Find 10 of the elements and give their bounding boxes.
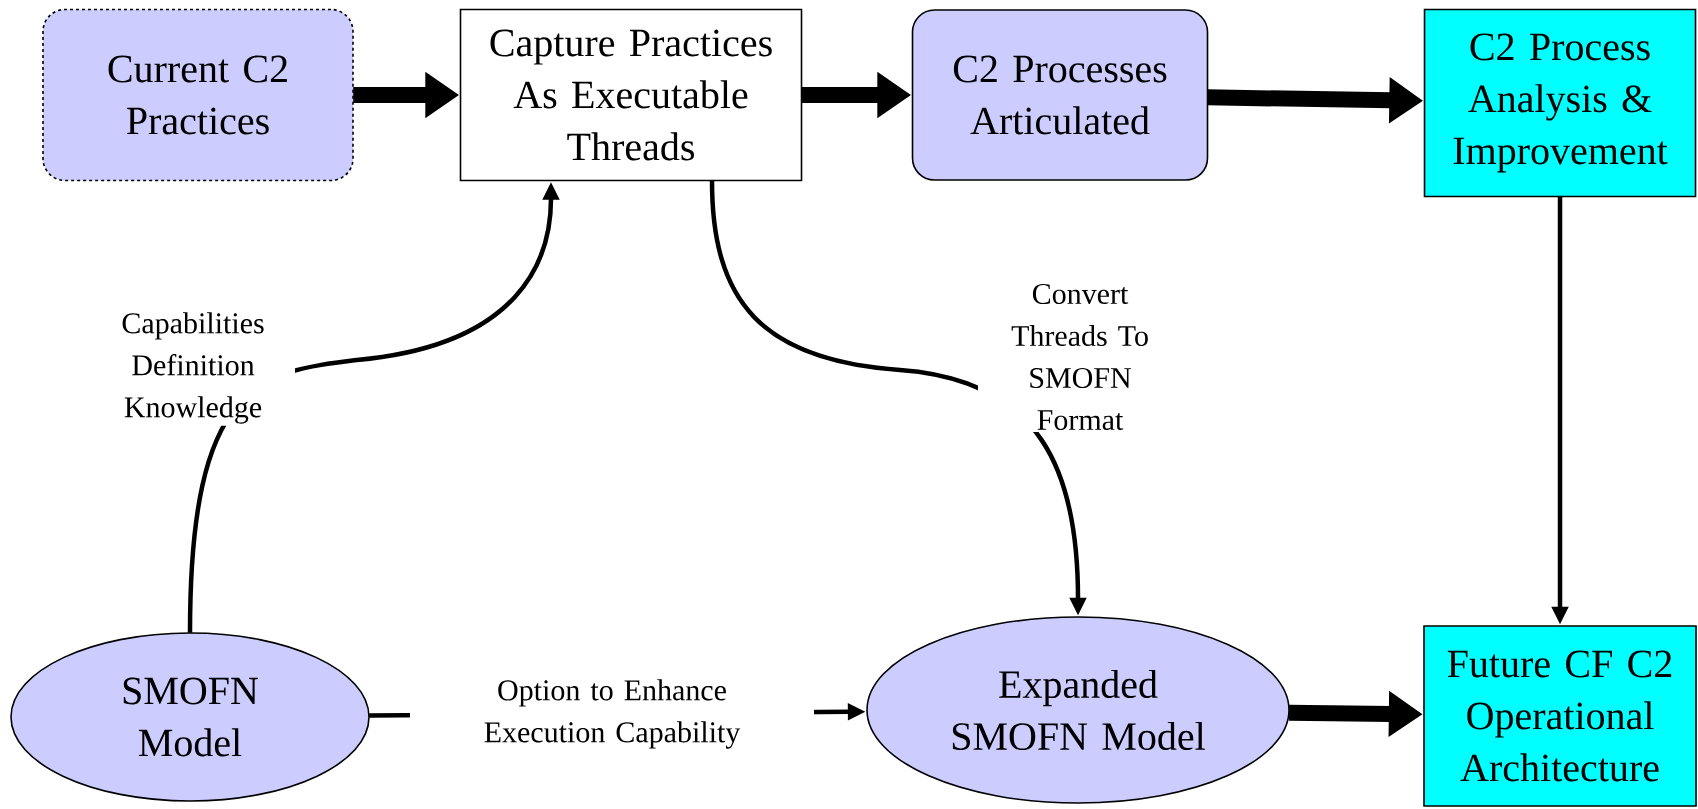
process-box: Capture Practices As Executable Threads [459, 8, 803, 182]
process-box: C2 Processes Articulated [911, 9, 1209, 181]
edge-label: Option to Enhance Execution Capability [410, 677, 814, 751]
edge-label: Capabilities Definition Knowledge [91, 310, 295, 426]
process-box: C2 Process Analysis & Improvement [1423, 8, 1697, 198]
ellipse-node: SMOFN Model [10, 632, 370, 802]
process-box: Future CF C2 Operational Architecture [1423, 625, 1697, 807]
edge-label: Convert Threads To SMOFN Format [978, 281, 1182, 433]
process-box: Current C2 Practices [42, 8, 354, 182]
ellipse-node: Expanded SMOFN Model [866, 616, 1290, 804]
